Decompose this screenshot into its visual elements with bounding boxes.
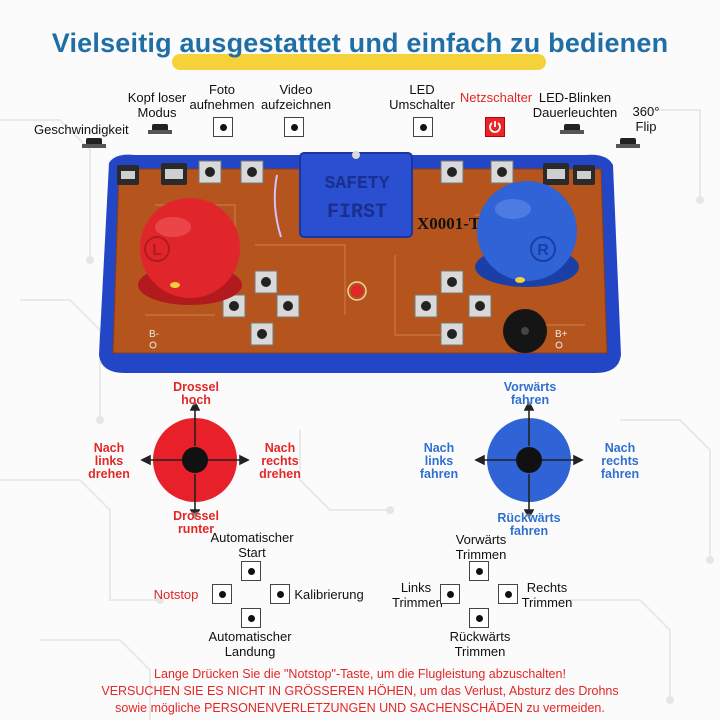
- led-blink-switch-icon: [560, 124, 584, 134]
- left-dir-down: Drossel runter: [173, 509, 219, 536]
- left-stick-diagram: [140, 400, 250, 520]
- safety-text-2: FIRST: [327, 201, 387, 224]
- safety-text-1: SAFETY: [325, 174, 390, 194]
- speed-switch-icon: [82, 138, 106, 148]
- right-dir-up: Vorwärts fahren: [503, 380, 557, 407]
- left-dir-left: Nach links drehen: [88, 441, 130, 481]
- battery-minus-label: B-: [149, 329, 159, 340]
- tact-button-cap: [475, 301, 485, 311]
- title-highlight: [172, 54, 546, 70]
- left-pad-top-label: Automatischer Start: [210, 530, 294, 560]
- tact-button-cap: [261, 277, 271, 287]
- left-stick-letter: L: [152, 242, 162, 259]
- right-pad-left-label: Links Trimmen: [392, 580, 443, 610]
- tact-button-cap: [421, 301, 431, 311]
- right-dir-left: Nach links fahren: [419, 441, 459, 481]
- warning-line-1: Lange Drücken Sie die "Notstop"-Taste, u…: [154, 667, 566, 681]
- left-pad-bottom-label: Automatischer Landung: [208, 629, 292, 659]
- power-icon: [489, 121, 501, 133]
- label-flip: 360° Flip: [632, 104, 660, 134]
- tact-button-cap: [257, 329, 267, 339]
- tact-button-cap: [283, 301, 293, 311]
- right-stick-letter: R: [537, 242, 549, 259]
- label-led-toggle: LED Umschalter: [389, 82, 455, 112]
- tact-button-cap: [205, 167, 215, 177]
- controller-board: SAFETY FIRST X0001-TX L R B- B+: [99, 151, 621, 373]
- model-number: X0001-TX: [417, 214, 493, 233]
- label-photo: Foto aufnehmen: [189, 82, 255, 112]
- right-pad-right-label: Rechts Trimmen: [521, 580, 573, 610]
- label-led-blink: LED-Blinken Dauerleuchten: [532, 90, 618, 120]
- auto-start-button-icon: [241, 561, 261, 581]
- label-speed: Geschwindigkeit: [34, 122, 129, 137]
- headless-switch-icon: [148, 124, 172, 134]
- tact-button-cap: [447, 329, 457, 339]
- tact-button-cap: [497, 167, 507, 177]
- flip-switch-icon: [616, 138, 640, 148]
- warning-line-3: sowie mögliche PERSONENVERLETZUNGEN UND …: [115, 701, 605, 715]
- right-dir-down: Rückwärts fahren: [497, 511, 561, 538]
- right-pad-top-label: Vorwärts Trimmen: [455, 532, 507, 562]
- led-button-icon: [413, 117, 433, 137]
- tact-button-cap: [447, 167, 457, 177]
- calibration-button-icon: [270, 584, 290, 604]
- label-headless-mode: Kopf loser Modus: [127, 90, 187, 120]
- auto-land-button-icon: [241, 608, 261, 628]
- right-stick-diagram: [474, 400, 584, 520]
- notstop-button-icon: [212, 584, 232, 604]
- left-pad-left-label: Notstop: [153, 587, 199, 602]
- page-title: Vielseitig ausgestattet und einfach zu b…: [51, 28, 669, 58]
- tact-buttons: [198, 160, 514, 346]
- left-trim-button-icon: [440, 584, 460, 604]
- video-button-icon: [284, 117, 304, 137]
- tact-button-cap: [447, 277, 457, 287]
- label-video: Video aufzeichnen: [260, 82, 332, 112]
- power-button-icon: [485, 117, 505, 137]
- right-pad-bottom-label: Rückwärts Trimmen: [449, 629, 511, 659]
- left-pad-right-label: Kalibrierung: [294, 587, 364, 602]
- left-dir-right: Nach rechts drehen: [259, 441, 301, 481]
- left-dir-up: Drossel hoch: [173, 380, 219, 407]
- label-power: Netzschalter: [459, 90, 533, 105]
- forward-trim-button-icon: [469, 561, 489, 581]
- right-dir-right: Nach rechts fahren: [600, 441, 640, 481]
- photo-button-icon: [213, 117, 233, 137]
- right-trim-button-icon: [498, 584, 518, 604]
- battery-plus-label: B+: [555, 329, 568, 340]
- tact-button-cap: [229, 301, 239, 311]
- backward-trim-button-icon: [469, 608, 489, 628]
- warning-line-2: VERSUCHEN SIE ES NICHT IN GRÖSSEREN HÖHE…: [101, 684, 619, 698]
- tact-button-cap: [247, 167, 257, 177]
